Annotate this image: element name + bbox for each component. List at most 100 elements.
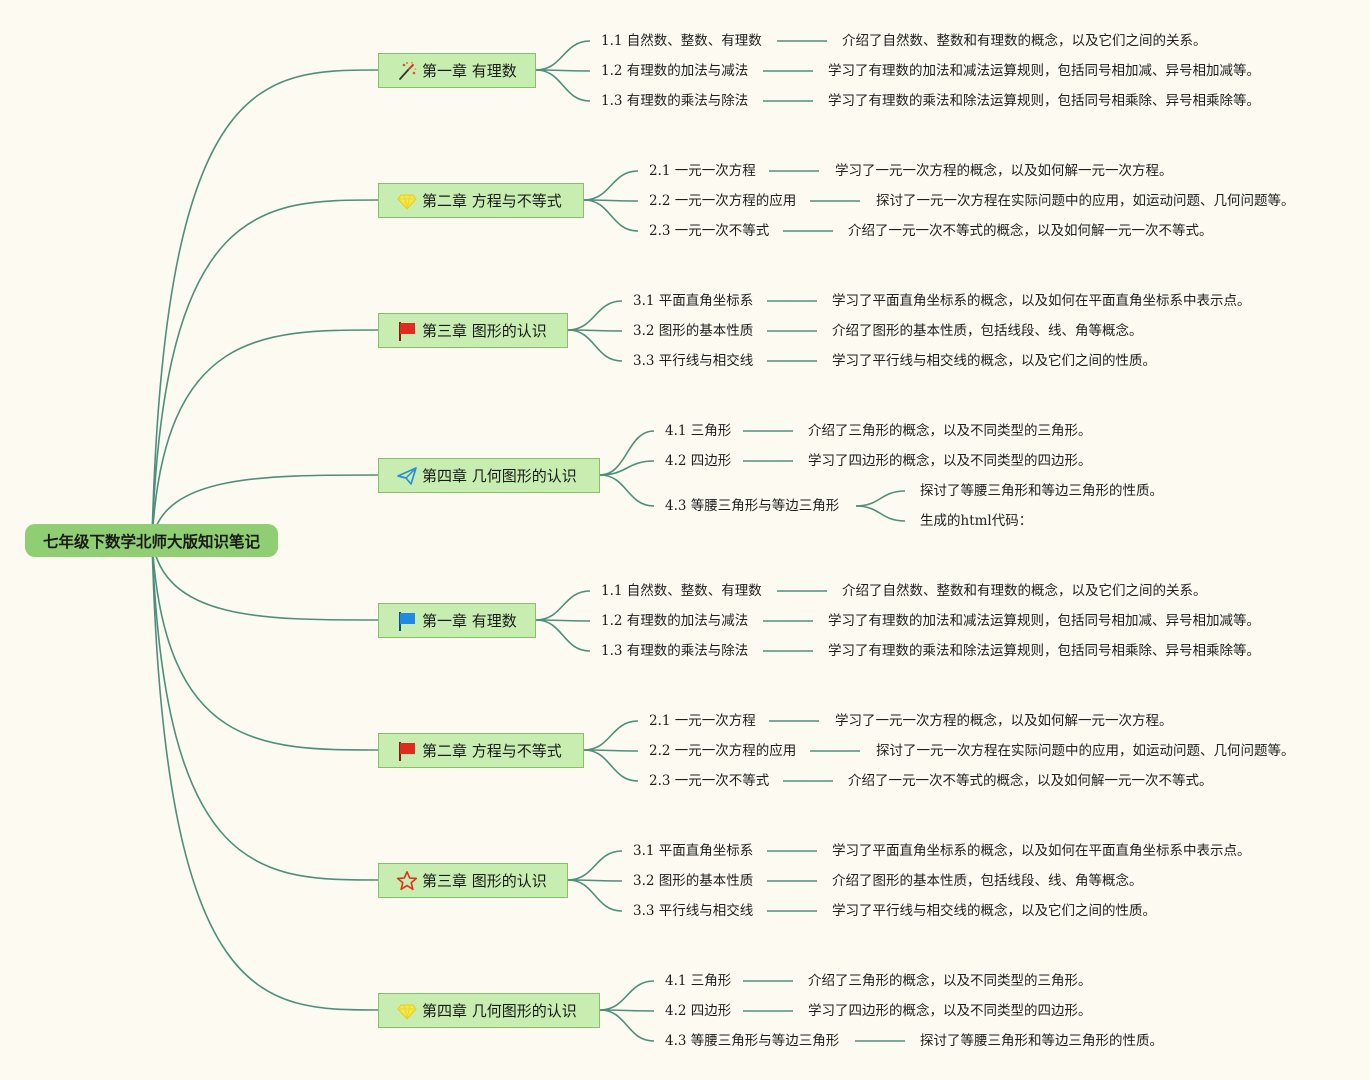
section-connector [567, 300, 623, 331]
section-label[interactable]: 1.2 有理数的加法与减法 [601, 613, 749, 629]
note-text[interactable]: 学习了一元一次方程的概念，以及如何解一元一次方程。 [835, 163, 1173, 179]
red-flag-icon [396, 740, 418, 762]
chapter-label: 第二章 方程与不等式 [422, 192, 562, 210]
section-label[interactable]: 2.2 一元一次方程的应用 [649, 193, 797, 209]
note-text[interactable]: 学习了有理数的加法和减法运算规则，包括同号相加减、异号相加减等。 [828, 613, 1260, 629]
chapter-node[interactable]: 第二章 方程与不等式 [378, 183, 584, 218]
chapter-node[interactable]: 第一章 有理数 [378, 53, 536, 88]
section-connector [535, 590, 591, 621]
note-text[interactable]: 学习了一元一次方程的概念，以及如何解一元一次方程。 [835, 713, 1173, 729]
section-connector [583, 199, 639, 232]
chapter-node[interactable]: 第二章 方程与不等式 [378, 733, 584, 768]
section-connector [583, 170, 639, 201]
root-connector [151, 539, 379, 881]
section-label[interactable]: 2.3 一元一次不等式 [649, 773, 770, 789]
note-text[interactable]: 介绍了三角形的概念，以及不同类型的三角形。 [808, 973, 1092, 989]
section-label[interactable]: 2.1 一元一次方程 [649, 163, 756, 179]
chapter-node[interactable]: 第四章 几何图形的认识 [378, 458, 600, 493]
chapter-node[interactable]: 第四章 几何图形的认识 [378, 993, 600, 1028]
note-text[interactable]: 学习了平面直角坐标系的概念，以及如何在平面直角坐标系中表示点。 [832, 293, 1251, 309]
star-outline-icon [396, 870, 418, 892]
root-connector [151, 199, 379, 541]
chapter-label: 第一章 有理数 [422, 612, 517, 630]
note-text[interactable]: 介绍了自然数、整数和有理数的概念，以及它们之间的关系。 [842, 33, 1207, 49]
yellow-diamond-icon [396, 190, 418, 212]
note-text[interactable]: 介绍了一元一次不等式的概念，以及如何解一元一次不等式。 [848, 223, 1213, 239]
magic-wand-icon [396, 60, 418, 82]
section-connector [599, 460, 655, 476]
section-label[interactable]: 4.1 三角形 [665, 423, 732, 439]
section-label[interactable]: 1.1 自然数、整数、有理数 [601, 583, 762, 599]
section-connector [567, 850, 623, 881]
section-connector [535, 40, 591, 71]
section-connector [599, 1009, 655, 1042]
section-label[interactable]: 1.3 有理数的乘法与除法 [601, 643, 749, 659]
chapter-label: 第三章 图形的认识 [422, 872, 547, 890]
chapter-label: 第四章 几何图形的认识 [422, 467, 577, 485]
section-label[interactable]: 3.1 平面直角坐标系 [633, 293, 754, 309]
section-connector [599, 980, 655, 1011]
section-label[interactable]: 3.3 平行线与相交线 [633, 353, 754, 369]
section-label[interactable]: 3.3 平行线与相交线 [633, 903, 754, 919]
paper-plane-icon [396, 465, 418, 487]
note-text[interactable]: 学习了有理数的加法和减法运算规则，包括同号相加减、异号相加减等。 [828, 63, 1260, 79]
note-text[interactable]: 学习了有理数的乘法和除法运算规则，包括同号相乘除、异号相乘除等。 [828, 93, 1260, 109]
note-text[interactable]: 学习了四边形的概念，以及不同类型的四边形。 [808, 453, 1092, 469]
section-label[interactable]: 3.2 图形的基本性质 [633, 873, 754, 889]
chapter-label: 第四章 几何图形的认识 [422, 1002, 577, 1020]
section-connector [567, 329, 623, 362]
note-text[interactable]: 生成的html代码： [920, 513, 1033, 529]
chapter-node[interactable]: 第一章 有理数 [378, 603, 536, 638]
note-text[interactable]: 介绍了三角形的概念，以及不同类型的三角形。 [808, 423, 1092, 439]
section-label[interactable]: 1.2 有理数的加法与减法 [601, 63, 749, 79]
root-connector [151, 329, 379, 541]
root-connector [151, 539, 379, 751]
blue-flag-icon [396, 610, 418, 632]
note-connector [855, 505, 906, 522]
section-label[interactable]: 1.1 自然数、整数、有理数 [601, 33, 762, 49]
section-label[interactable]: 4.1 三角形 [665, 973, 732, 989]
section-label[interactable]: 1.3 有理数的乘法与除法 [601, 93, 749, 109]
section-connector [583, 720, 639, 751]
note-connector [855, 490, 906, 507]
chapter-node[interactable]: 第三章 图形的认识 [378, 313, 568, 348]
section-label[interactable]: 2.3 一元一次不等式 [649, 223, 770, 239]
section-label[interactable]: 2.1 一元一次方程 [649, 713, 756, 729]
note-text[interactable]: 介绍了自然数、整数和有理数的概念，以及它们之间的关系。 [842, 583, 1207, 599]
note-text[interactable]: 学习了有理数的乘法和除法运算规则，包括同号相乘除、异号相乘除等。 [828, 643, 1260, 659]
chapter-node[interactable]: 第三章 图形的认识 [378, 863, 568, 898]
red-flag-icon [396, 320, 418, 342]
section-connector [599, 430, 655, 476]
note-text[interactable]: 介绍了图形的基本性质，包括线段、线、角等概念。 [832, 323, 1143, 339]
note-text[interactable]: 学习了四边形的概念，以及不同类型的四边形。 [808, 1003, 1092, 1019]
note-text[interactable]: 学习了平行线与相交线的概念，以及它们之间的性质。 [832, 903, 1156, 919]
root-connector [151, 69, 379, 541]
root-connector [151, 539, 379, 621]
section-label[interactable]: 3.2 图形的基本性质 [633, 323, 754, 339]
section-label[interactable]: 4.2 四边形 [665, 453, 732, 469]
section-connector [599, 474, 655, 507]
yellow-diamond-icon [396, 1000, 418, 1022]
note-text[interactable]: 探讨了一元一次方程在实际问题中的应用，如运动问题、几何问题等。 [876, 743, 1295, 759]
chapter-label: 第一章 有理数 [422, 62, 517, 80]
note-text[interactable]: 介绍了一元一次不等式的概念，以及如何解一元一次不等式。 [848, 773, 1213, 789]
note-text[interactable]: 学习了平行线与相交线的概念，以及它们之间的性质。 [832, 353, 1156, 369]
section-label[interactable]: 4.2 四边形 [665, 1003, 732, 1019]
section-connector [567, 879, 623, 912]
note-text[interactable]: 介绍了图形的基本性质，包括线段、线、角等概念。 [832, 873, 1143, 889]
section-connector [583, 749, 639, 782]
root-connector [151, 474, 379, 541]
section-label[interactable]: 4.3 等腰三角形与等边三角形 [665, 498, 840, 514]
note-text[interactable]: 探讨了等腰三角形和等边三角形的性质。 [920, 1033, 1163, 1049]
section-label[interactable]: 2.2 一元一次方程的应用 [649, 743, 797, 759]
root-topic[interactable]: 七年级下数学北师大版知识笔记 [25, 524, 278, 557]
section-connector [535, 619, 591, 652]
section-label[interactable]: 3.1 平面直角坐标系 [633, 843, 754, 859]
section-label[interactable]: 4.3 等腰三角形与等边三角形 [665, 1033, 840, 1049]
note-text[interactable]: 探讨了一元一次方程在实际问题中的应用，如运动问题、几何问题等。 [876, 193, 1295, 209]
note-text[interactable]: 探讨了等腰三角形和等边三角形的性质。 [920, 483, 1163, 499]
chapter-label: 第二章 方程与不等式 [422, 742, 562, 760]
section-connector [535, 69, 591, 102]
note-text[interactable]: 学习了平面直角坐标系的概念，以及如何在平面直角坐标系中表示点。 [832, 843, 1251, 859]
